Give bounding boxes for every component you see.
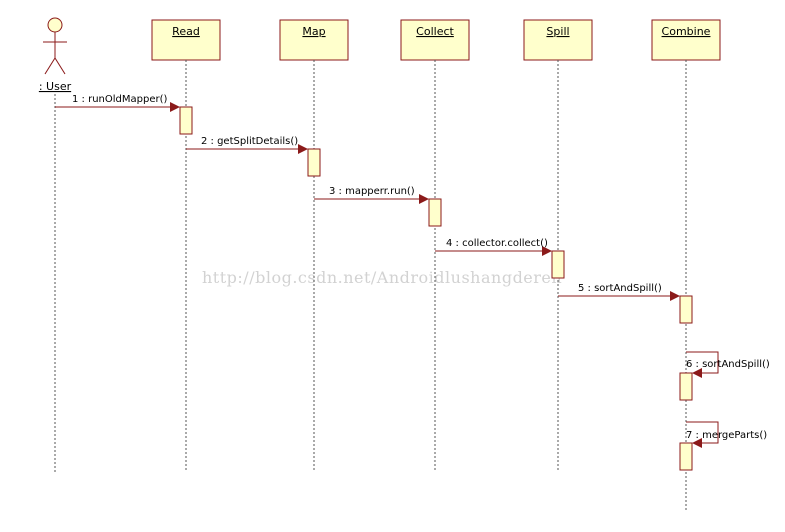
lifeline-spill: Spill <box>523 19 593 472</box>
lifeline-label-collect: Collect <box>416 25 454 38</box>
message-arrowhead-5 <box>670 291 680 301</box>
actor-left-leg <box>44 57 56 75</box>
activation-read <box>179 106 193 135</box>
message-2: 2 : getSplitDetails() <box>186 136 308 154</box>
lifeline-label-map: Map <box>302 25 325 38</box>
lifeline-box-map <box>279 19 349 61</box>
message-arrowhead-7 <box>692 438 702 448</box>
watermark-text: http://blog.csdn.net/Androidlushangderen <box>202 268 562 287</box>
actor-head <box>47 17 63 33</box>
message-label-5: 5 : sortAndSpill() <box>578 283 662 294</box>
message-label-7: 7 : mergeParts() <box>686 430 767 441</box>
message-line-6 <box>686 351 719 374</box>
lifeline-label-read: Read <box>172 25 200 38</box>
message-label-2: 2 : getSplitDetails() <box>201 136 298 147</box>
message-label-4: 4 : collector.collect() <box>446 238 548 249</box>
lifeline-label-spill: Spill <box>546 25 569 38</box>
message-arrowhead-4 <box>542 246 552 256</box>
lifeline-label-combine: Combine <box>662 25 711 38</box>
message-arrowhead-1 <box>170 102 180 112</box>
lifeline-map: Map <box>279 19 349 472</box>
actor-user: : User <box>39 17 72 93</box>
activation-combine-5 <box>679 295 693 324</box>
message-label-3: 3 : mapperr.run() <box>329 186 415 197</box>
message-4: 4 : collector.collect() <box>435 238 552 256</box>
activation-collect <box>428 198 442 227</box>
message-arrowhead-3 <box>419 194 429 204</box>
actor-right-leg <box>54 57 66 75</box>
message-line-7 <box>686 421 719 444</box>
lifeline-box-combine <box>651 19 721 61</box>
message-label-6: 6 : sortAndSpill() <box>686 359 770 370</box>
message-3: 3 : mapperr.run() <box>314 186 429 204</box>
lifeline-collect: Collect <box>400 19 470 472</box>
message-5: 5 : sortAndSpill() <box>558 283 680 301</box>
message-1: 1 : runOldMapper() <box>55 94 180 112</box>
actor-label: : User <box>39 80 72 93</box>
message-7: 7 : mergeParts() <box>686 421 767 448</box>
activation-combine-6 <box>679 372 693 401</box>
activation-map <box>307 148 321 177</box>
activation-spill <box>551 250 565 279</box>
message-arrowhead-6 <box>692 368 702 378</box>
lifeline-combine: Combine <box>651 19 721 510</box>
activation-combine-7 <box>679 442 693 471</box>
message-label-1: 1 : runOldMapper() <box>72 94 167 105</box>
lifeline-read: Read <box>151 19 221 472</box>
lifeline-box-read <box>151 19 221 61</box>
message-arrowhead-2 <box>298 144 308 154</box>
message-6: 6 : sortAndSpill() <box>686 351 770 378</box>
